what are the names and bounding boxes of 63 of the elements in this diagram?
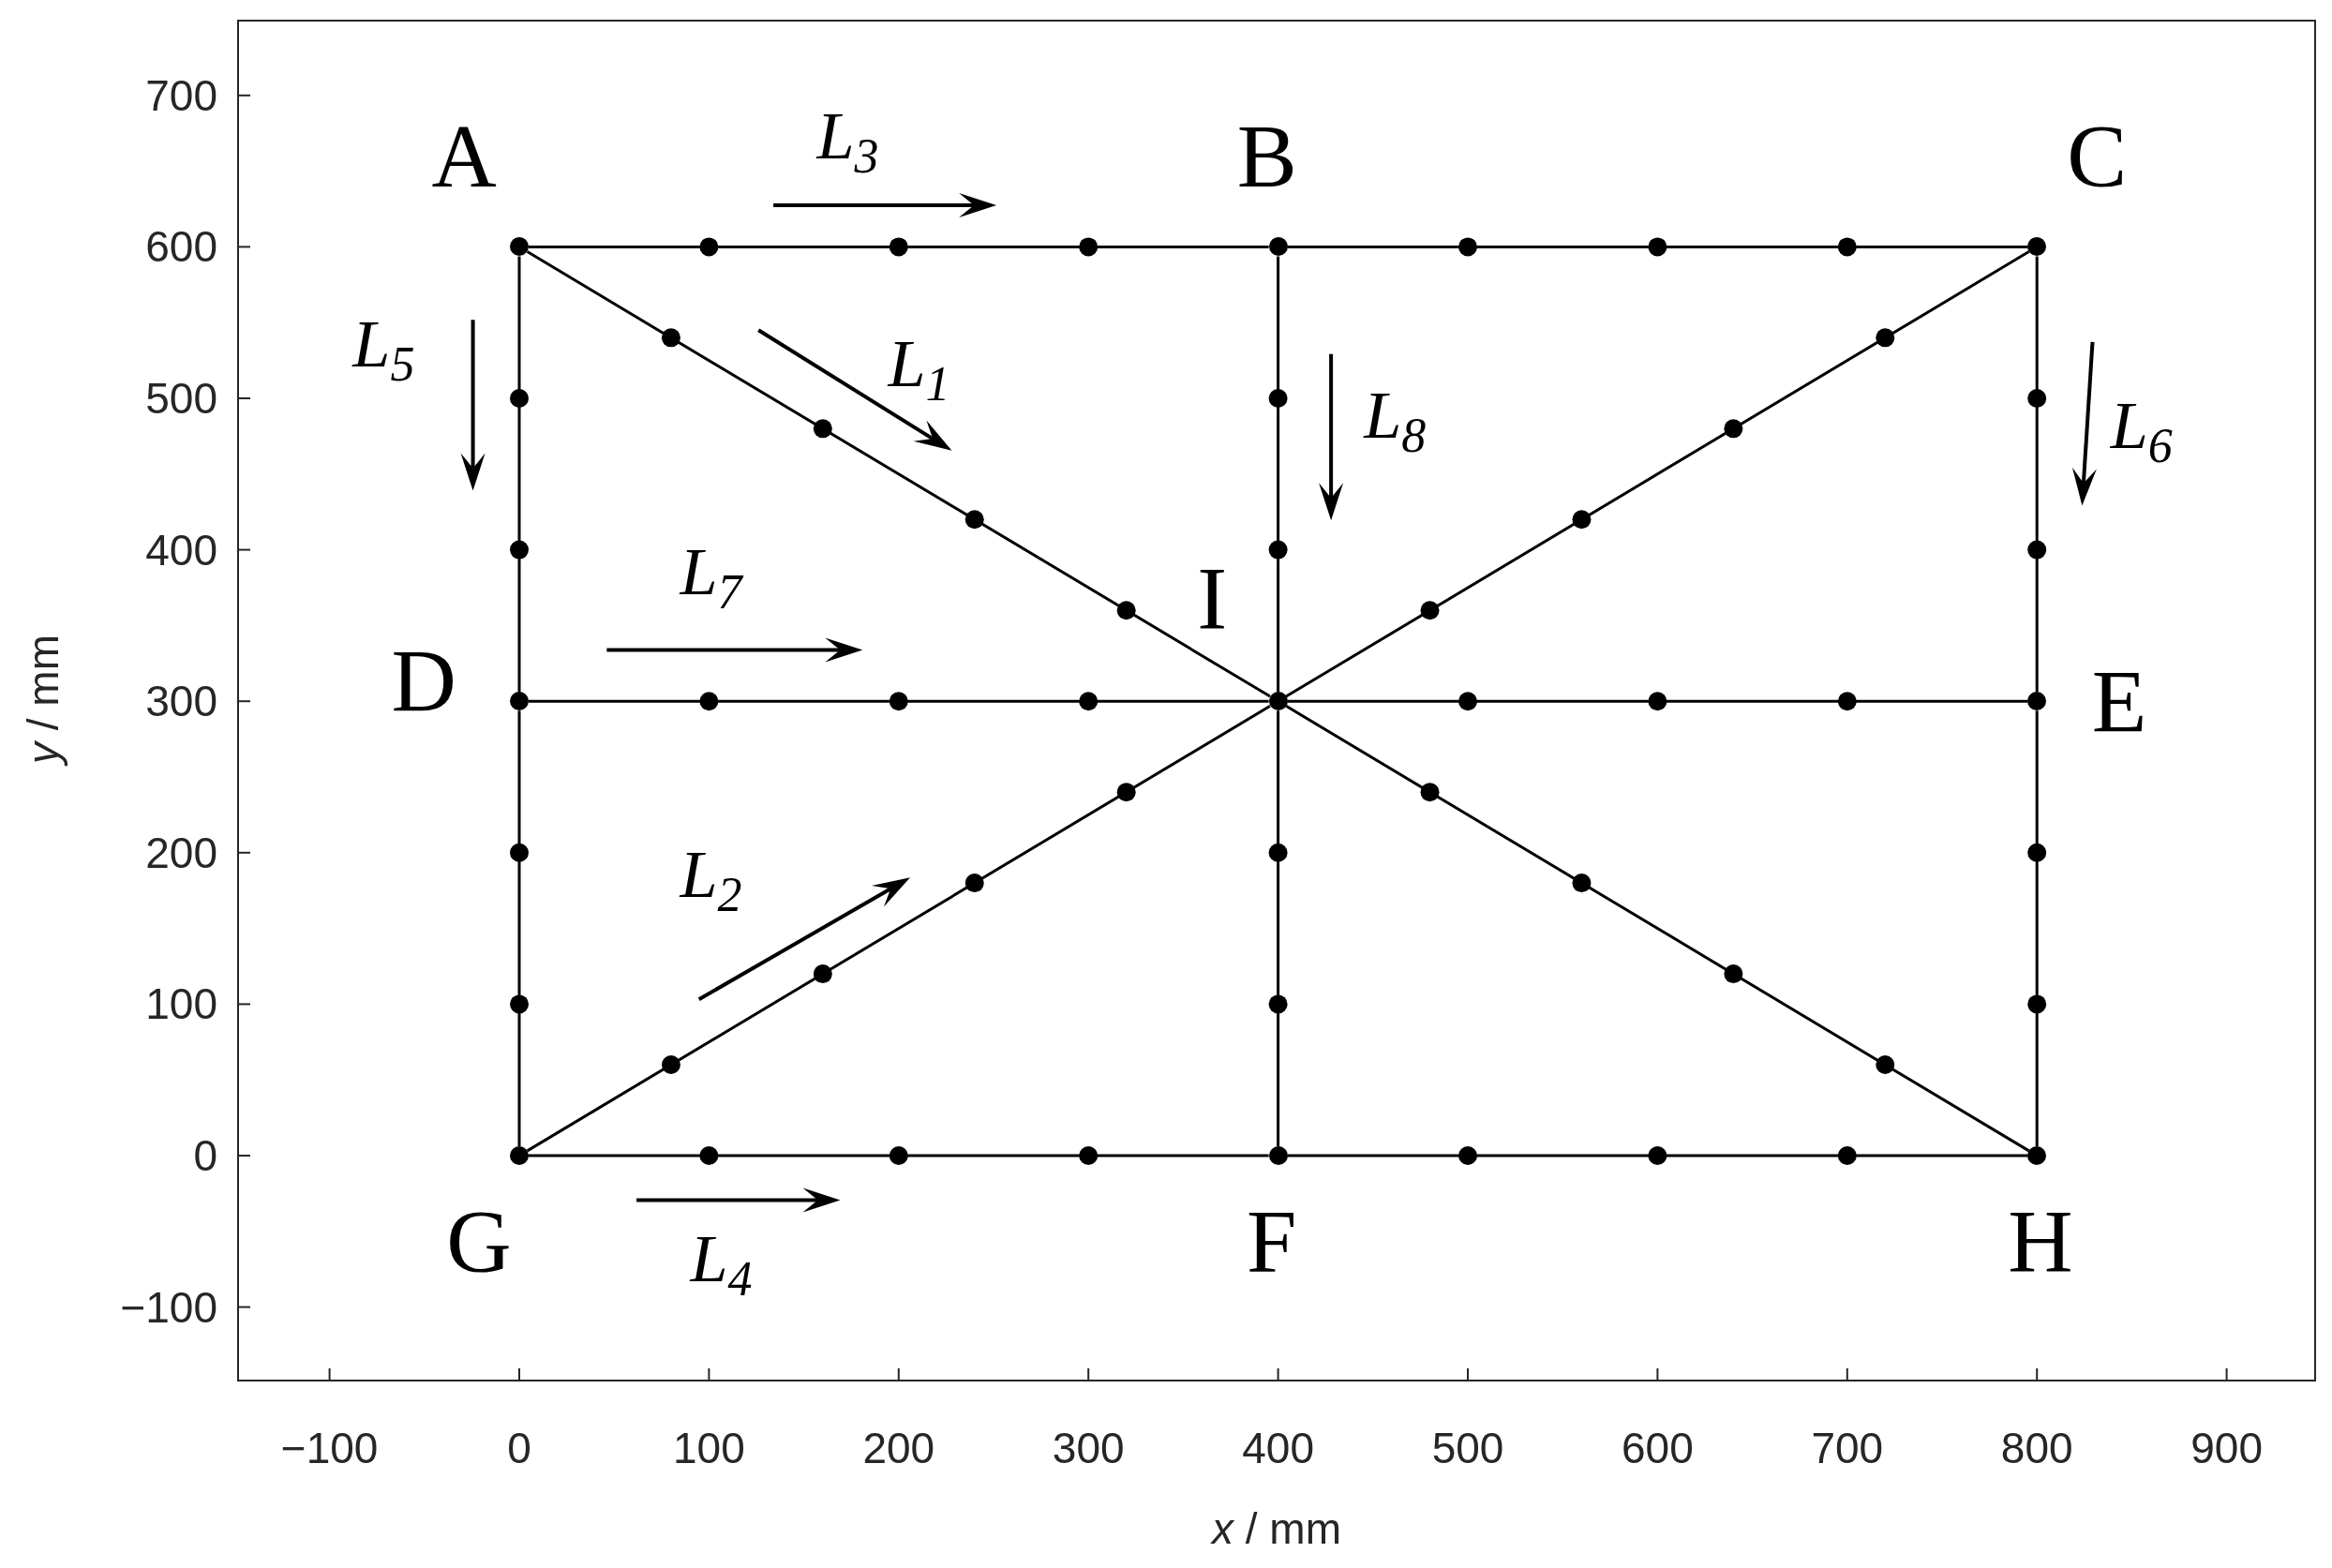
tick-label: 600 bbox=[145, 225, 217, 269]
line-label: L$_{3}$ bbox=[816, 101, 879, 181]
tick-label: −100 bbox=[280, 1426, 379, 1470]
tick-label: 800 bbox=[2000, 1426, 2073, 1470]
line-label: L$_{7}$ bbox=[680, 537, 742, 617]
vertex-dot bbox=[2027, 237, 2047, 257]
tick-label: 200 bbox=[862, 1426, 935, 1470]
point-label: E bbox=[2091, 656, 2147, 747]
measurement-line bbox=[517, 710, 521, 1146]
point-label: A bbox=[431, 111, 497, 202]
measurement-line bbox=[2035, 710, 2039, 1146]
tick-label: 100 bbox=[673, 1426, 745, 1470]
vertex-dot bbox=[2027, 692, 2047, 711]
point-label: B bbox=[1236, 111, 1297, 202]
line-label: L$_{4}$ bbox=[690, 1224, 753, 1304]
tick-label: 300 bbox=[1052, 1426, 1125, 1470]
tick-label: 500 bbox=[1431, 1426, 1504, 1470]
point-label: G bbox=[446, 1196, 512, 1287]
vertex-dot bbox=[510, 692, 529, 711]
line-label: L$_{8}$ bbox=[1364, 381, 1427, 461]
tick-label: 600 bbox=[1622, 1426, 1694, 1470]
measurement-line bbox=[1287, 245, 2028, 248]
vertex-dot bbox=[2027, 1146, 2047, 1165]
measurement-line bbox=[529, 1154, 1269, 1157]
measurement-line bbox=[526, 250, 1271, 698]
measurement-line bbox=[529, 699, 1269, 703]
line-label: L$_{2}$ bbox=[680, 841, 742, 920]
measurement-line bbox=[1285, 705, 2030, 1153]
tick-label: 900 bbox=[2190, 1426, 2263, 1470]
vertex-dot bbox=[1268, 692, 1288, 711]
measurement-line bbox=[529, 245, 1269, 248]
measurement-line bbox=[526, 705, 1271, 1153]
measurement-line bbox=[1287, 699, 2028, 703]
point-label: C bbox=[2067, 111, 2128, 202]
tick-label: 0 bbox=[193, 1134, 217, 1177]
line-label: L$_{5}$ bbox=[352, 309, 415, 390]
tick-label: 400 bbox=[1242, 1426, 1314, 1470]
vertex-dot bbox=[1268, 1146, 1288, 1165]
measurement-line bbox=[1277, 710, 1280, 1146]
point-label: H bbox=[2008, 1196, 2073, 1287]
measurement-line bbox=[1287, 1154, 2028, 1157]
axis-title: x / mm bbox=[1212, 1507, 1341, 1550]
tick-label: 200 bbox=[145, 830, 217, 874]
vertex-dot bbox=[510, 237, 529, 257]
point-label: I bbox=[1197, 554, 1228, 645]
measurement-line bbox=[1285, 250, 2030, 698]
tick-label: 100 bbox=[145, 982, 217, 1026]
measurement-line bbox=[517, 256, 521, 693]
point-label: F bbox=[1246, 1196, 1297, 1287]
tick-label: 300 bbox=[145, 679, 217, 724]
tick-label: 0 bbox=[507, 1426, 531, 1470]
line-label: L$_{6}$ bbox=[2110, 391, 2173, 471]
tick-label: 700 bbox=[1811, 1426, 1884, 1470]
line-label: L$_{1}$ bbox=[888, 329, 950, 409]
tick-label: 700 bbox=[145, 73, 217, 117]
tick-label: 400 bbox=[145, 528, 217, 572]
tick-label: 500 bbox=[145, 377, 217, 420]
vertex-dot bbox=[1268, 237, 1288, 257]
point-label: D bbox=[391, 635, 456, 726]
measurement-line bbox=[2035, 256, 2039, 693]
measurement-line bbox=[1277, 256, 1280, 693]
vertex-dot bbox=[510, 1146, 529, 1165]
tick-label: −100 bbox=[120, 1285, 217, 1329]
